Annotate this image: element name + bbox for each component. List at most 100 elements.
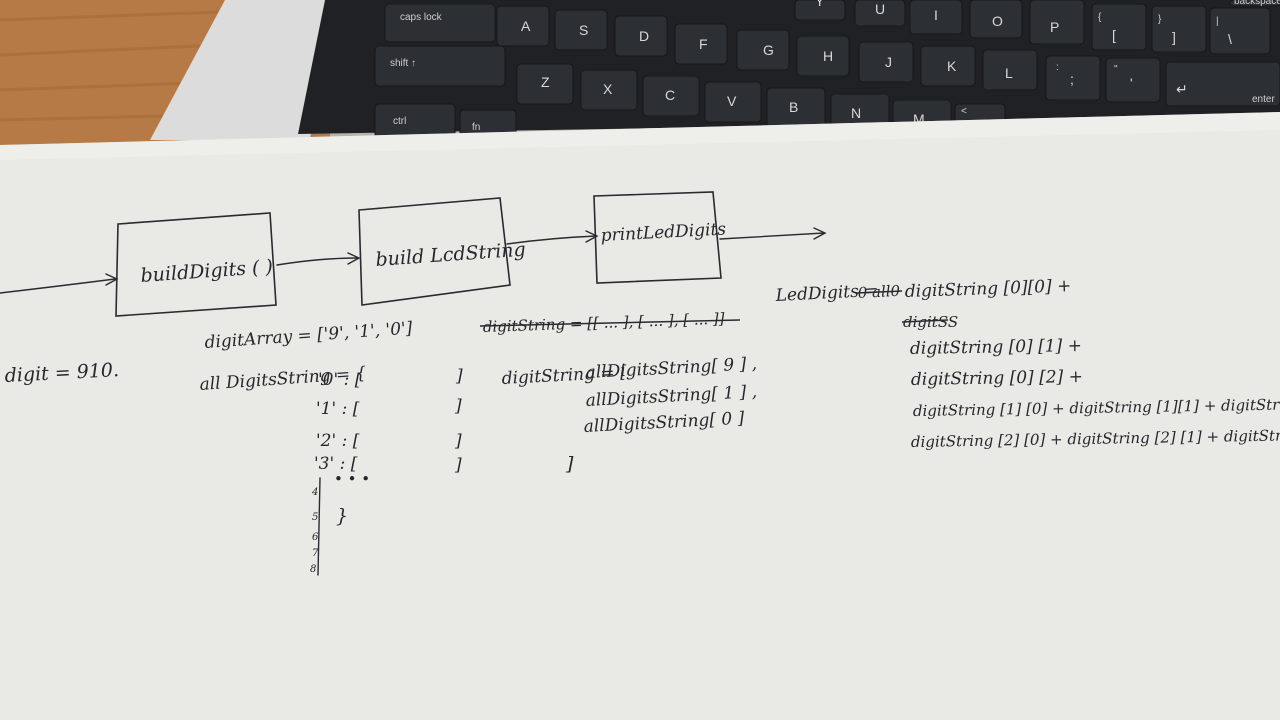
margin-number-7: 7: [312, 548, 319, 559]
key-cap-shift: [374, 45, 506, 87]
key-label-u: U: [875, 1, 885, 17]
key-label-semicolon: ;: [1070, 71, 1074, 87]
key-label-i: I: [934, 7, 938, 23]
arrowhead-3: [585, 230, 599, 243]
key-label-y: Y: [815, 0, 825, 9]
led-digits-line2: digitString [0] [2] +: [911, 367, 1083, 390]
all-digits-ellipsis: • • •: [334, 470, 370, 488]
key-cap-pipe: [1209, 7, 1271, 55]
key-label-b: B: [789, 99, 798, 115]
all-digits-row-3-close: ]: [454, 455, 462, 475]
key-label-backspace: backspace: [1234, 0, 1280, 7]
key-label-lt: <: [961, 106, 967, 117]
key-label-h: H: [823, 48, 833, 64]
key-cap-quote: [1105, 57, 1161, 103]
all-digits-row-3-key: '3' : [: [314, 454, 358, 474]
key-cap-l: [982, 49, 1038, 91]
key-cap-s: [554, 9, 608, 51]
key-label-s: S: [579, 22, 588, 38]
key-label-p: P: [1050, 19, 1059, 35]
key-label-backslash: \: [1228, 31, 1232, 47]
key-label-f: F: [699, 36, 708, 52]
flow-arrows: [0, 227, 827, 294]
key-cap-i: [909, 0, 963, 35]
key-label-brace-close: }: [1158, 14, 1162, 25]
margin-number-5: 5: [312, 512, 318, 523]
all-digits-row-2-key: '2' : [: [316, 431, 360, 451]
key-label-brace-open: {: [1098, 12, 1102, 23]
strike-line-2: [855, 290, 903, 294]
box-printleddigits: [593, 191, 722, 284]
key-label-quote: ": [1114, 64, 1118, 75]
margin-number-6: 6: [312, 532, 319, 543]
key-cap-c: [642, 75, 700, 117]
key-cap-k: [920, 45, 976, 87]
paper-under-keyboard: [150, 0, 330, 140]
led-digits-block: LedDigits = 0 all0 digitString [0][0] + …: [774, 276, 1280, 451]
key-cap-enter: [1165, 61, 1280, 107]
key-cap-d: [614, 15, 668, 57]
key-label-z: Z: [541, 74, 550, 90]
key-label-bracket-close: ]: [1172, 29, 1176, 45]
key-label-x: X: [603, 81, 613, 97]
arrowhead-2: [347, 252, 361, 265]
all-digits-row-1-close: ]: [454, 396, 462, 416]
key-cap-x: [580, 69, 638, 111]
key-label-l: L: [1005, 65, 1013, 81]
key-label-g: G: [763, 42, 774, 58]
key-cap-u: [854, 0, 906, 27]
arrow-input-to-builddigits: [0, 278, 116, 294]
key-cap-f: [674, 23, 728, 65]
arrow-buildlcd-to-printled: [506, 235, 597, 245]
key-cap-o: [969, 0, 1023, 39]
arrow-builddigits-to-buildlcd: [276, 257, 359, 266]
margin-number-8: 8: [310, 564, 316, 575]
key-label-colon: :: [1056, 62, 1059, 73]
key-cap-brace-close: [1151, 5, 1207, 53]
key-label-caps: caps lock: [400, 12, 443, 23]
key-cap-colon: [1045, 55, 1101, 101]
key-cap-ctrl: [374, 103, 456, 139]
all-digits-row-2-close: ]: [454, 431, 462, 451]
strike-line-1: [479, 319, 741, 327]
key-label-n: N: [851, 105, 861, 121]
strike-line-3: [901, 319, 949, 323]
key-cap-backspace: [1229, 0, 1280, 7]
all-digits-row-1-key: '1' : [: [316, 399, 360, 419]
margin-line: [317, 477, 321, 576]
key-label-enter: enter: [1252, 94, 1275, 105]
key-label-shift: shift ↑: [390, 58, 416, 69]
led-digits-struck-line: digitSS: [903, 313, 958, 331]
key-label-j: J: [885, 54, 892, 70]
box-buildledstring: [358, 197, 511, 306]
key-cap-j: [858, 41, 914, 83]
key-cap-g: [736, 29, 790, 71]
key-cap-y: [794, 0, 846, 21]
key-label-a: A: [521, 18, 531, 34]
wood-grain: [0, 6, 331, 122]
key-cap-h: [796, 35, 850, 77]
led-digits-line1: digitString [0] [1] +: [910, 336, 1082, 359]
key-label-c: C: [665, 87, 675, 103]
key-label-v: V: [727, 93, 737, 109]
key-label-o: O: [992, 13, 1003, 29]
key-cap-v: [704, 81, 762, 123]
key-label-bracket-open: [: [1112, 27, 1116, 43]
all-digits-close: }: [336, 505, 348, 527]
arrowhead-4: [813, 227, 827, 240]
key-label-k: K: [947, 58, 957, 74]
arrow-printled-out: [719, 232, 825, 240]
key-label-pipe: |: [1216, 16, 1219, 27]
key-label-apostrophe: ': [1130, 75, 1133, 91]
box-builddigits: [115, 212, 277, 317]
key-label-m: M: [913, 111, 925, 127]
key-label-d: D: [639, 28, 649, 44]
key-cap-a: [496, 5, 550, 47]
paper-highlight: [0, 112, 1280, 160]
key-label-fn: fn: [472, 122, 480, 133]
key-cap-caps: [384, 3, 496, 43]
margin-number-4: 4: [311, 487, 318, 498]
all-digits-row-0-key: '0' : [: [318, 370, 362, 390]
